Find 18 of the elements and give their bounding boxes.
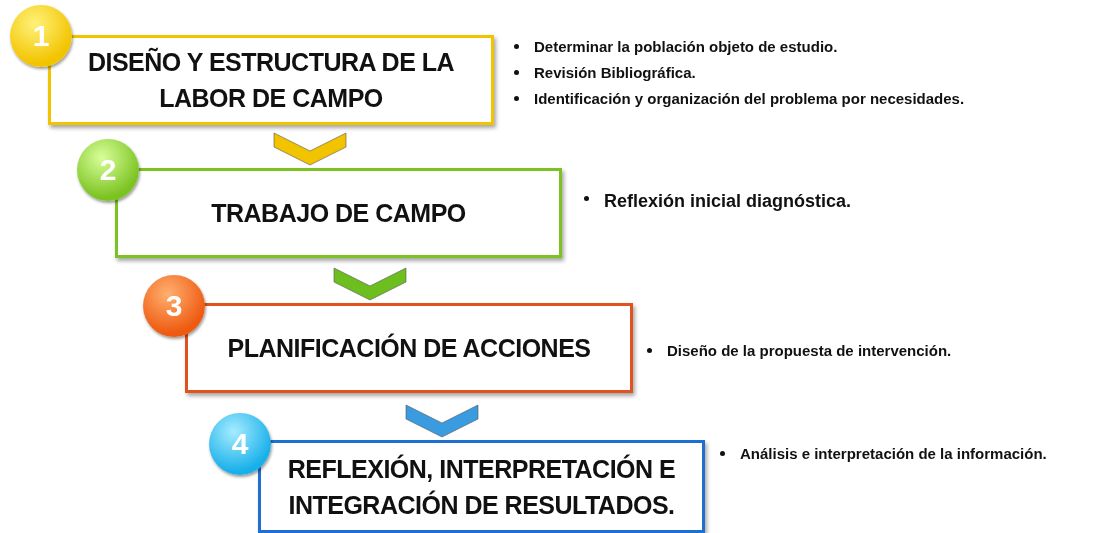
bullet-item: Reflexión inicial diagnóstica. [582,190,1032,212]
step-title: DISEÑO Y ESTRUCTURA DE LA LABOR DE CAMPO [86,46,456,114]
step-box [258,440,705,533]
bullet-item: Revisión Bibliográfica. [512,64,1072,81]
step-box [48,35,494,125]
step-title: PLANIFICACIÓN DE ACCIONES [227,332,591,364]
bullet-item: Identificación y organización del problema por necesidades. [512,90,1072,107]
bullet-item: Análisis e interpretación de la información. [718,445,1078,462]
step-box [115,168,562,258]
bullet-item: Determinar la población objeto de estudio. [512,38,1072,55]
step-number-circle: 4 [209,413,271,475]
step-title: TRABAJO DE CAMPO [211,198,466,229]
step-number-circle: 3 [143,275,205,337]
bullet-item: Diseño de la propuesta de intervención. [645,342,1095,359]
step-box [185,303,633,393]
step-title: REFLEXIÓN, INTERPRETACIÓN E INTEGRACIÓN DE RESULTADOS. [286,453,677,521]
step-number-circle: 2 [77,139,139,201]
step-number-circle: 1 [10,5,72,67]
